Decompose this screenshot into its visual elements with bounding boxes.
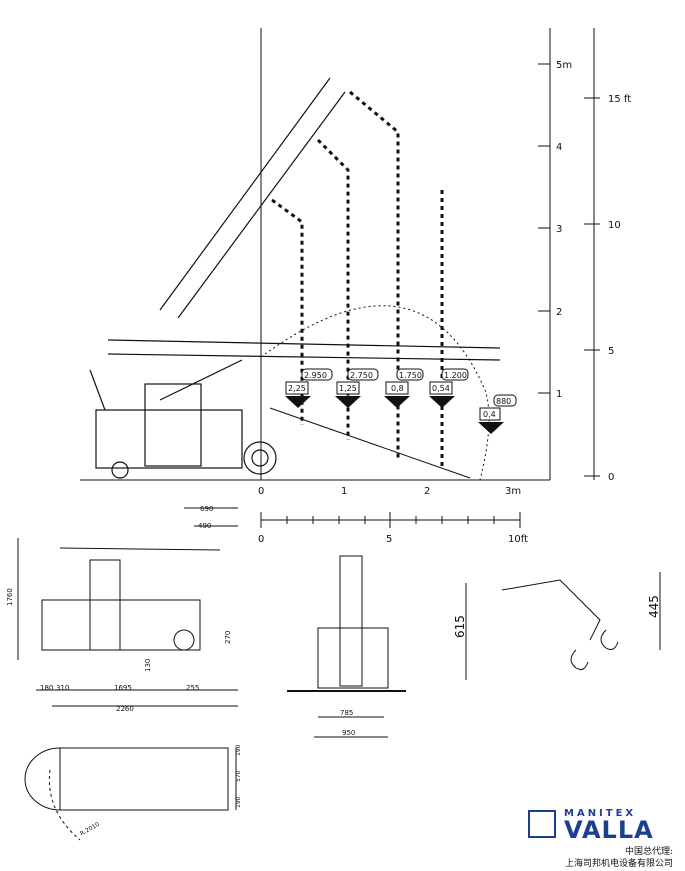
agent-line-1: 中国总代理: bbox=[624, 847, 673, 857]
side-dim-690: 690 bbox=[200, 505, 213, 513]
load-weight-2: 2.750 bbox=[350, 371, 373, 380]
hook-dim-left: 615 bbox=[453, 615, 467, 638]
load-radius-3: 0,8 bbox=[391, 384, 404, 393]
logo-main: VALLA bbox=[564, 816, 654, 844]
hook-detail bbox=[465, 572, 661, 680]
imperial-tick-0: 0 bbox=[258, 534, 264, 545]
logo-top: MANITEX bbox=[564, 808, 637, 819]
load-chart bbox=[80, 28, 595, 481]
side-view bbox=[17, 507, 238, 707]
side-dim-b3: 1695 bbox=[114, 684, 132, 692]
side-dim-490: 490 bbox=[198, 522, 211, 530]
load-weight-4: 1.200 bbox=[444, 371, 467, 380]
imperial-tick-5: 5 bbox=[386, 534, 392, 545]
agent-info: 中国总代理: 上海司邦机电设备有限公司 bbox=[565, 846, 673, 870]
x-tick-3: 3m bbox=[505, 486, 521, 497]
side-dim-height: 1760 bbox=[6, 588, 14, 606]
load-radius-5: 0,4 bbox=[483, 410, 496, 419]
hook-dim-right: 445 bbox=[647, 595, 661, 618]
imperial-scale bbox=[260, 512, 521, 528]
plan-dim-2: 570 bbox=[235, 770, 242, 782]
side-dim-b1: 180 bbox=[40, 684, 53, 692]
load-weight-5: 880 bbox=[496, 397, 511, 406]
height-m-3: 3 bbox=[556, 224, 562, 235]
height-ft-10: 10 bbox=[608, 220, 621, 231]
side-dim-b4: 255 bbox=[186, 684, 199, 692]
x-tick-2: 2 bbox=[424, 486, 430, 497]
valla-mark-icon bbox=[528, 810, 556, 838]
agent-line-2: 上海司邦机电设备有限公司 bbox=[564, 859, 673, 869]
front-view bbox=[287, 555, 406, 738]
crane-drawing bbox=[89, 77, 501, 479]
load-weight-3: 1.750 bbox=[399, 371, 422, 380]
side-dim-ground: 270 bbox=[224, 631, 232, 644]
front-dim-outer: 950 bbox=[342, 729, 355, 737]
height-ft-5: 5 bbox=[608, 346, 614, 357]
manitex-valla-logo: MANITEX VALLA bbox=[528, 808, 668, 844]
front-dim-inner: 785 bbox=[340, 709, 353, 717]
load-radius-4: 0,54 bbox=[432, 384, 450, 393]
x-tick-0: 0 bbox=[258, 486, 264, 497]
imperial-tick-10: 10ft bbox=[508, 534, 528, 545]
height-m-4: 4 bbox=[556, 142, 562, 153]
load-weight-1: 2.950 bbox=[304, 371, 327, 380]
plan-dim-3: 190 bbox=[235, 796, 242, 808]
height-scale bbox=[538, 63, 600, 477]
plan-view bbox=[24, 747, 237, 841]
side-dim-clearance: 130 bbox=[144, 659, 152, 672]
load-radius-1: 2,25 bbox=[288, 384, 306, 393]
side-dim-total: 2260 bbox=[116, 705, 134, 713]
height-ft-0: 0 bbox=[608, 472, 614, 483]
load-lines bbox=[271, 90, 444, 470]
load-radius-2: 1,25 bbox=[339, 384, 357, 393]
x-tick-1: 1 bbox=[341, 486, 347, 497]
plan-dim-1: 190 bbox=[235, 744, 242, 756]
height-ft-15: 15 ft bbox=[608, 94, 631, 105]
load-markers bbox=[285, 368, 517, 421]
height-m-2: 2 bbox=[556, 307, 562, 318]
side-dim-b2: 310 bbox=[56, 684, 69, 692]
load-triangles bbox=[285, 396, 504, 434]
height-m-1: 1 bbox=[556, 389, 562, 400]
height-m-5: 5m bbox=[556, 60, 572, 71]
plan-radius: R.2010 bbox=[79, 821, 101, 838]
